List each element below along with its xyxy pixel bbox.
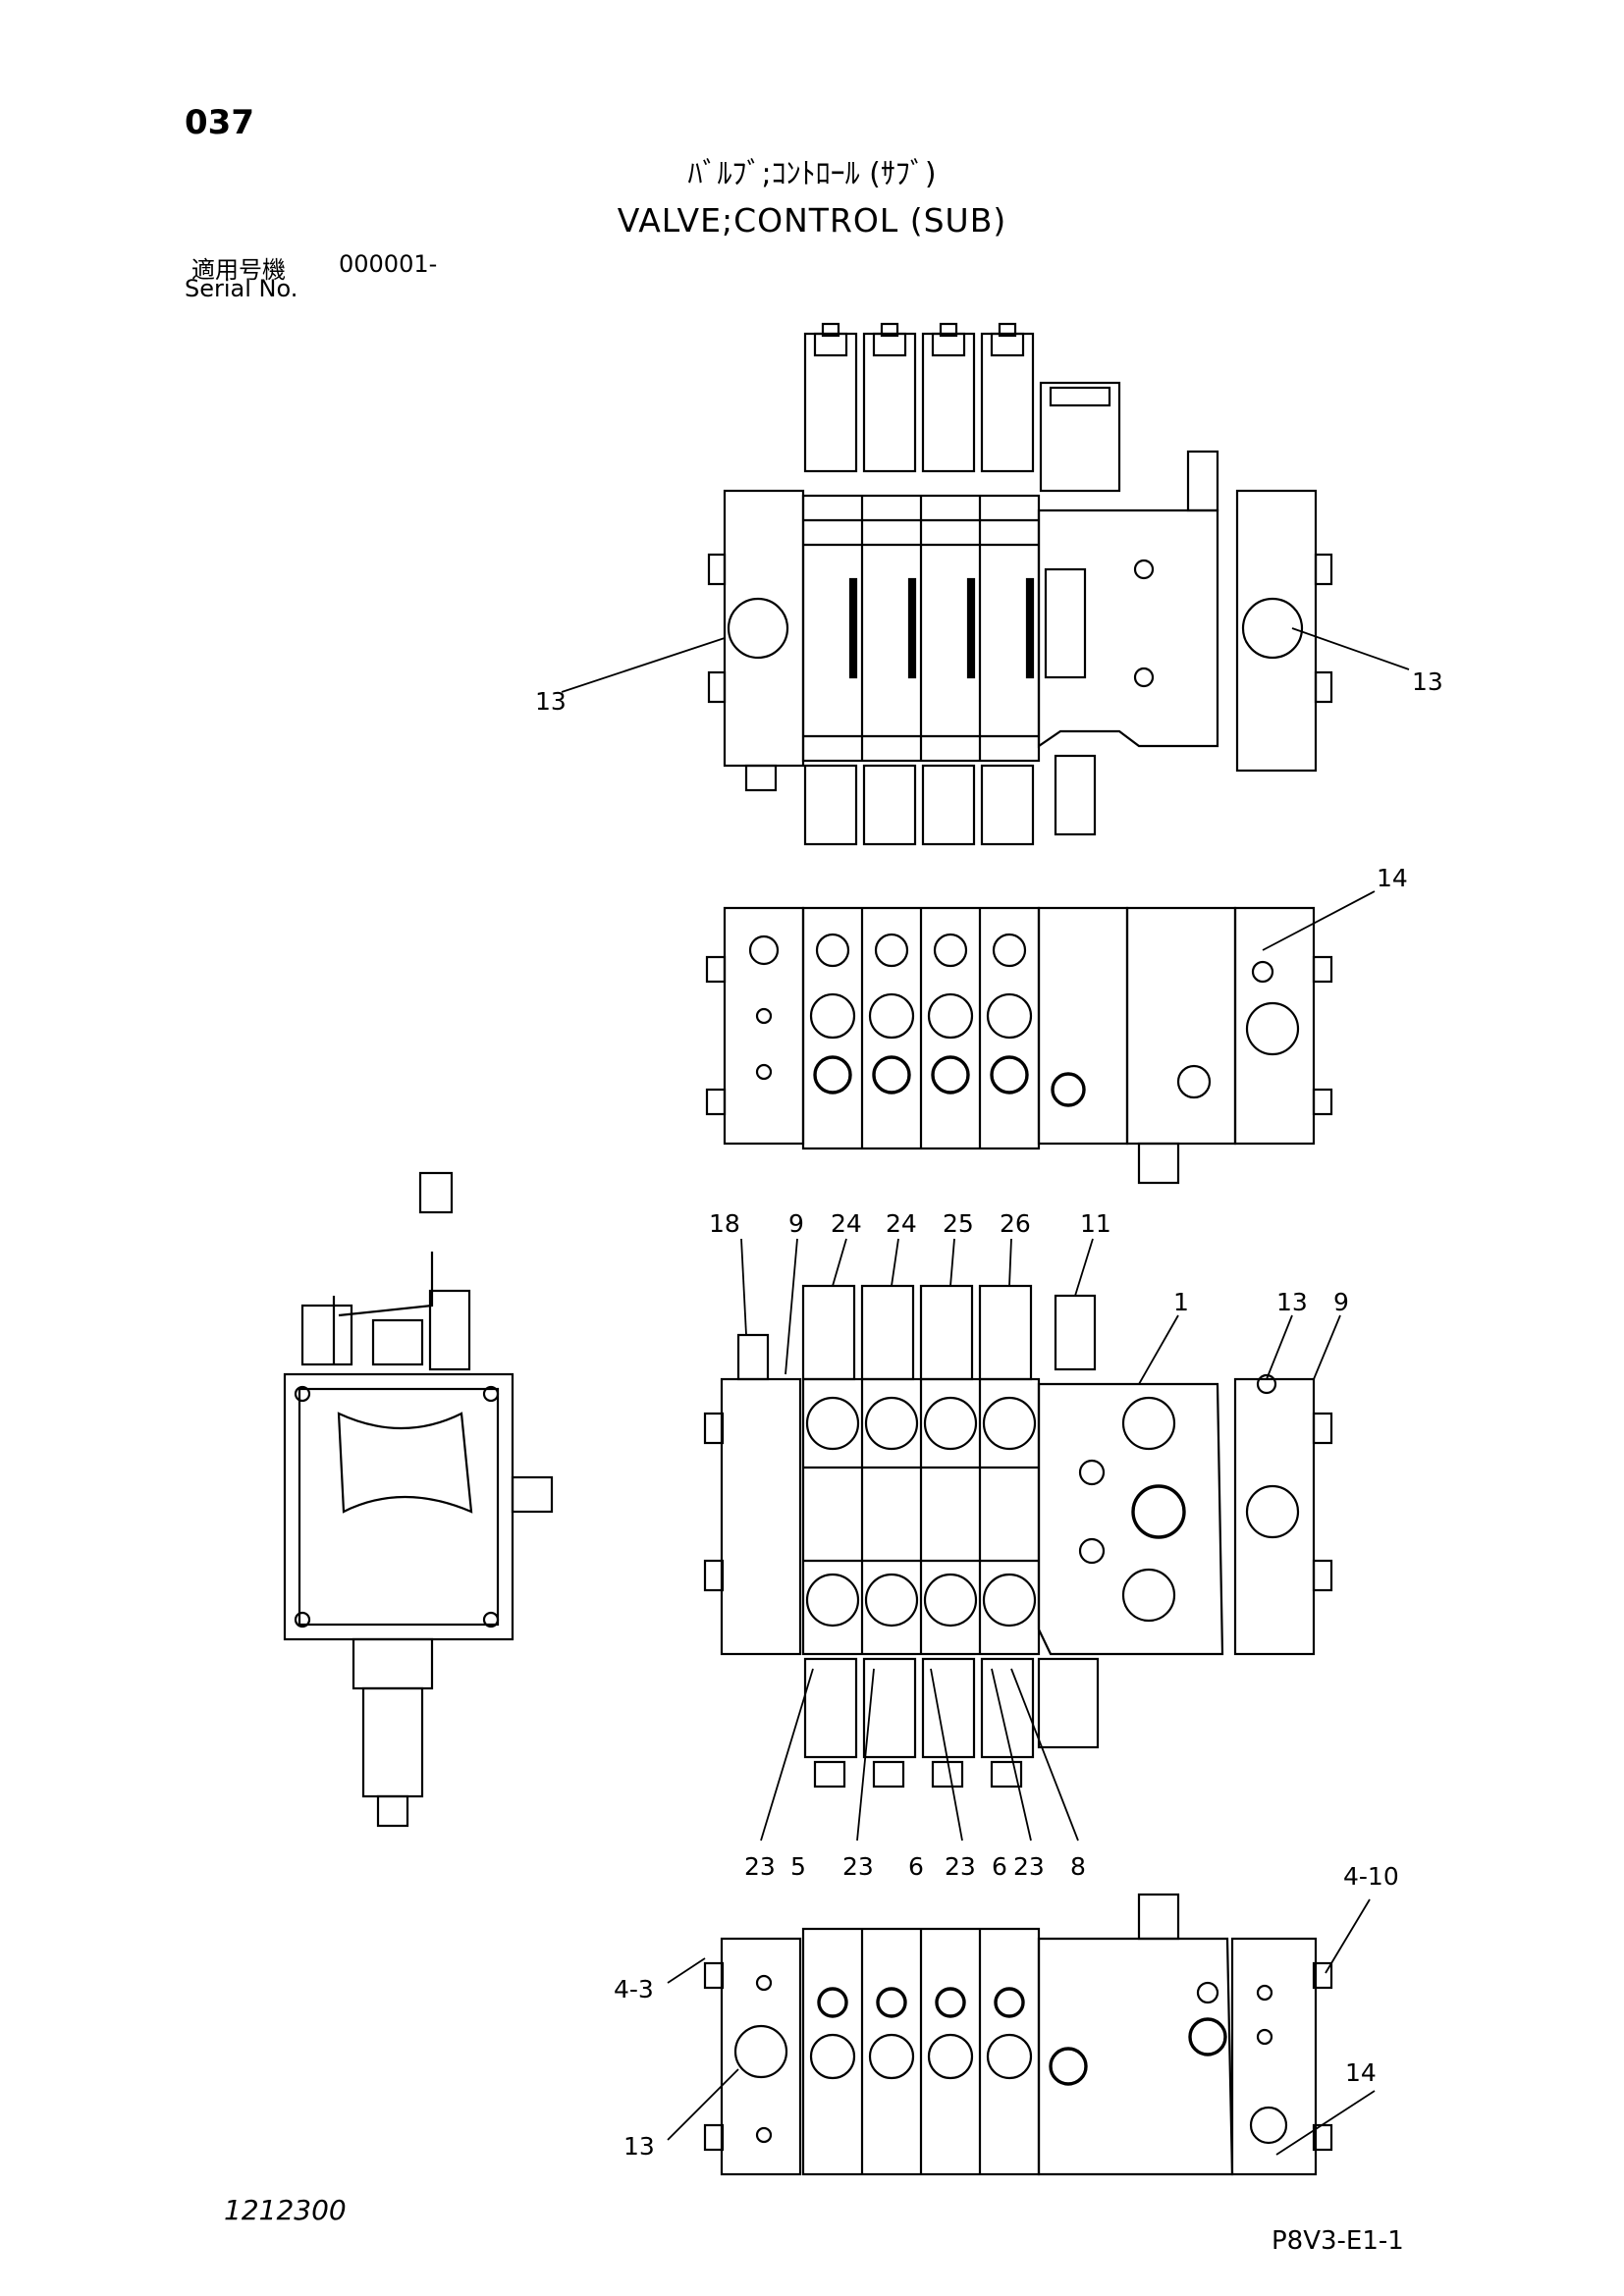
callout-4-10: 4-10 [1343, 1862, 1399, 1891]
callout-13-left: 13 [535, 687, 567, 716]
serial-label-english: Serial No. [185, 275, 298, 302]
side-view [283, 1171, 554, 1828]
callout-24-b: 24 [886, 1209, 917, 1238]
title-japanese: ﾊﾞﾙﾌﾞ;ｺﾝﾄﾛｰﾙ (ｻﾌﾞ) [687, 157, 937, 191]
callout-13-main: 13 [1276, 1288, 1308, 1316]
document-id: 1212300 [224, 2194, 347, 2226]
top-view [707, 322, 1333, 846]
callout-6-b: 6 [992, 1852, 1007, 1881]
callout-23-d: 23 [1013, 1852, 1045, 1881]
callout-8: 8 [1070, 1852, 1086, 1881]
callout-5: 5 [790, 1852, 806, 1881]
callout-23-c: 23 [945, 1852, 976, 1881]
callout-24-a: 24 [831, 1209, 862, 1238]
callout-13-right: 13 [1412, 667, 1443, 696]
main-view [703, 1284, 1333, 1789]
callout-25: 25 [943, 1209, 974, 1238]
front-view [705, 906, 1333, 1185]
callout-1: 1 [1173, 1288, 1189, 1316]
callout-13-bottom: 13 [623, 2132, 655, 2161]
serial-value: 000001- [339, 250, 438, 278]
bottom-view [703, 1893, 1333, 2176]
callout-26: 26 [1000, 1209, 1031, 1238]
callout-23-a: 23 [744, 1852, 776, 1881]
leader-lines [561, 627, 1410, 2156]
callout-4-3: 4-3 [614, 1975, 654, 2003]
callout-18: 18 [709, 1209, 740, 1238]
callout-9-right: 9 [1333, 1288, 1349, 1316]
title-english: VALVE;CONTROL (SUB) [617, 201, 1007, 240]
figure-code: P8V3-E1-1 [1272, 2226, 1404, 2256]
serial-label-japanese: 適用号機 [191, 256, 286, 284]
top-view-stems [803, 322, 1121, 493]
callout-11: 11 [1080, 1209, 1111, 1238]
callout-14-bottom: 14 [1345, 2058, 1377, 2087]
callout-9-left: 9 [788, 1209, 804, 1238]
page-number: 037 [185, 103, 254, 142]
callout-6-a: 6 [908, 1852, 924, 1881]
callout-14-front: 14 [1377, 864, 1408, 892]
callout-23-b: 23 [842, 1852, 874, 1881]
callouts: 13 13 14 18 9 24 24 25 26 11 1 13 9 23 5… [535, 667, 1443, 2161]
